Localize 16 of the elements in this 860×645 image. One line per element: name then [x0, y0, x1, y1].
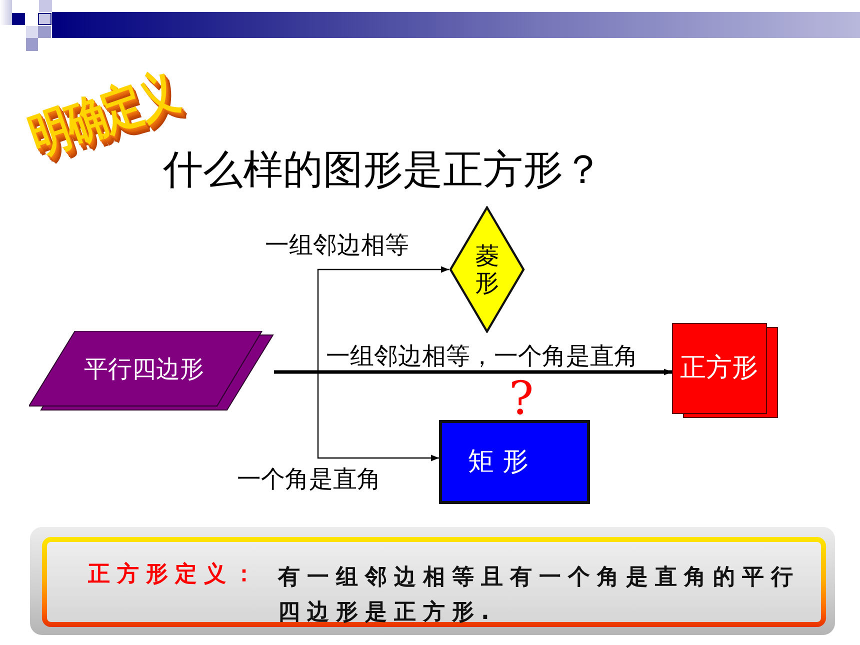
square-box — [672, 323, 778, 418]
arrow — [274, 368, 672, 376]
shape-label: 正方形 — [680, 355, 758, 381]
shape-label: 矩 形 — [468, 449, 528, 475]
parallelogram-shape — [29, 331, 274, 411]
shape-label: 平行四边形 — [84, 356, 204, 380]
definition-text: 有一组邻边相等且有一个角是直角的平行四边形是正方形. — [278, 564, 801, 627]
edge-label: 一组邻边相等 — [265, 233, 409, 257]
definition-heading: 正方形定义： — [88, 564, 262, 586]
question-mark: ? — [509, 378, 534, 420]
rectangle-box — [439, 420, 590, 504]
rhombus-diamond — [449, 206, 525, 333]
title: 什么样的图形是正方形？ — [163, 150, 603, 190]
arrow — [274, 371, 439, 462]
shape-label: 菱形 — [475, 243, 499, 296]
definition-panel — [30, 527, 835, 635]
